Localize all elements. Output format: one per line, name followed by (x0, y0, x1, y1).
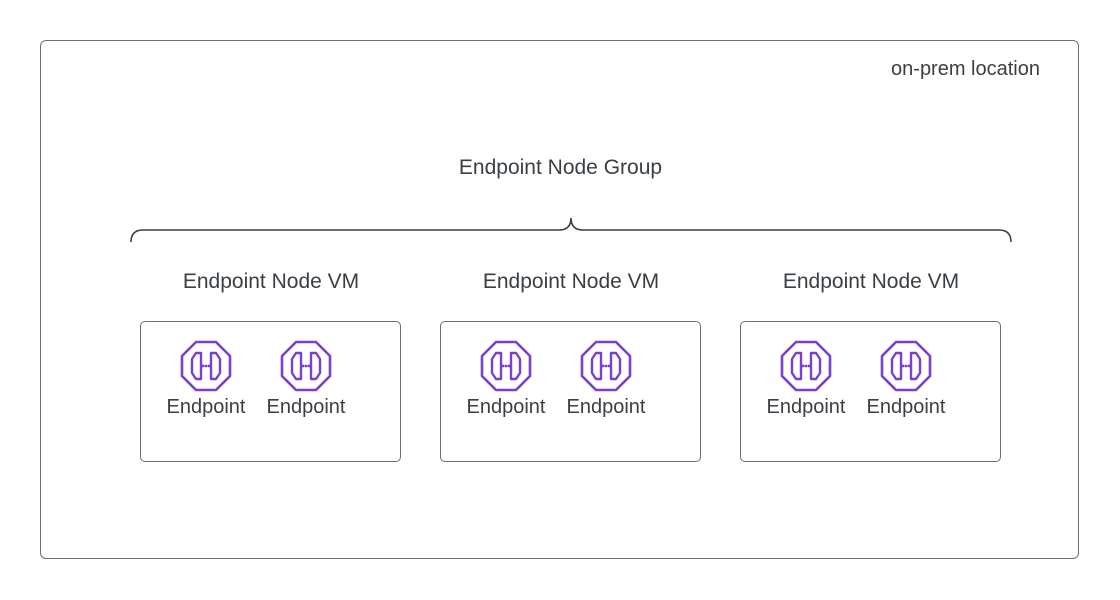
endpoint-node: Endpoint (762, 340, 850, 419)
endpoint-label: Endpoint (466, 396, 546, 418)
endpoint-label: Endpoint (866, 396, 946, 418)
node-group-brace (130, 217, 1012, 243)
vm-box: Endpoint Endpoint (440, 321, 701, 462)
endpoint-octagon-icon (480, 340, 532, 392)
vm-2: Endpoint Node VM Endpoint Endpoint (440, 267, 702, 462)
endpoint-node: Endpoint (162, 340, 250, 419)
vm-box: Endpoint Endpoint (740, 321, 1001, 462)
endpoint-label: Endpoint (266, 396, 346, 418)
vm-label: Endpoint Node VM (182, 270, 360, 293)
vm-label: Endpoint Node VM (782, 270, 960, 293)
endpoint-octagon-icon (280, 340, 332, 392)
endpoint-node: Endpoint (262, 340, 350, 419)
endpoint-octagon-icon (580, 340, 632, 392)
endpoint-octagon-icon (780, 340, 832, 392)
endpoint-node: Endpoint (562, 340, 650, 419)
vm-label: Endpoint Node VM (482, 270, 660, 293)
endpoint-label: Endpoint (166, 396, 246, 418)
vm-box: Endpoint Endpoint (140, 321, 401, 462)
node-group-label: Endpoint Node Group (458, 156, 663, 179)
endpoint-label: Endpoint (766, 396, 846, 418)
vm-1: Endpoint Node VM Endpoint Endpoint (140, 267, 402, 462)
location-label: on-prem location (891, 58, 1040, 80)
endpoint-node: Endpoint (862, 340, 950, 419)
endpoint-octagon-icon (180, 340, 232, 392)
endpoint-label: Endpoint (566, 396, 646, 418)
vm-3: Endpoint Node VM Endpoint Endpoint (740, 267, 1002, 462)
endpoint-node: Endpoint (462, 340, 550, 419)
endpoint-octagon-icon (880, 340, 932, 392)
on-prem-location-container: on-prem location Endpoint Node Group End… (40, 40, 1079, 559)
